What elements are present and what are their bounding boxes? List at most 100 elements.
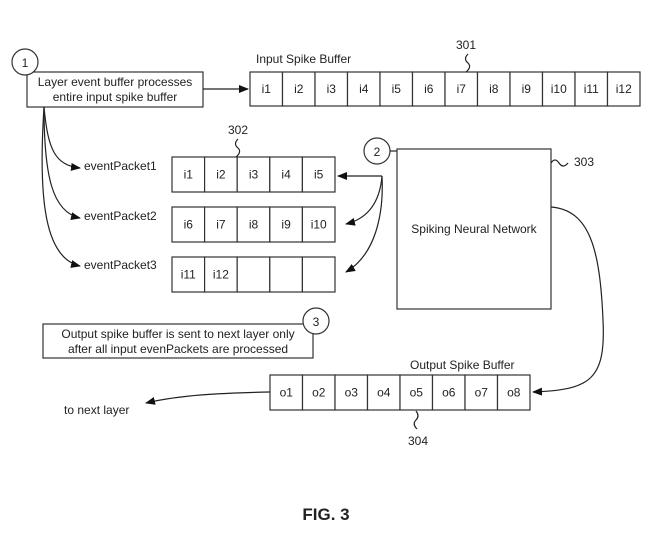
input-buffer-cell-label: i1 [262,82,272,96]
output-buffer-cell: o3 [334,374,369,411]
input-buffer-cell: i9 [509,71,544,107]
event-packet-label: eventPacket1 [84,159,157,173]
step3-text-line2: after all input evenPackets are processe… [68,342,288,356]
snn-ref-leader [550,159,569,167]
step3-number: 3 [313,315,320,329]
step1-badge: 1 [11,48,39,76]
event-packet-cell: i6 [171,206,206,243]
event-packet-cell: i3 [236,156,271,193]
event-packet-cell-label: i4 [281,168,291,182]
arrow-to-next-layer [145,391,271,405]
input-buffer-cell: i2 [281,71,316,107]
event-packet-cell: i1 [171,156,206,193]
event-packet-cell-label: i10 [311,218,327,232]
arrow-to-eventpacket1 [43,106,81,171]
event-packet-label: eventPacket3 [84,258,157,272]
output-buffer-cell-label: o5 [410,386,424,400]
event-packet-cell [269,256,303,293]
input-buffer-cell-label: i6 [424,82,434,96]
step1-text-line2: entire input spike buffer [53,90,178,104]
output-buffer-cell-label: o4 [377,386,391,400]
event-packet-cell: i12 [204,256,238,293]
input-buffer-cell: i4 [346,71,381,107]
event-packet-cell [301,256,336,293]
step1-number: 1 [22,56,29,70]
output-buffer-title: Output Spike Buffer [410,358,515,372]
step3-badge: 3 [302,307,330,335]
event-packet-cell: i5 [301,156,336,193]
step1-text-line1: Layer event buffer processes [38,75,193,89]
event-packet-cell-label: i3 [249,168,259,182]
snn-label: Spiking Neural Network [411,222,537,236]
input-buffer-cell-label: i11 [584,82,599,96]
arrow-to-eventpacket3 [41,106,81,268]
output-buffer-ref: 304 [408,434,428,448]
input-buffer-cell: i11 [574,71,609,107]
input-buffer-cell: i5 [379,71,414,107]
event-packet-cell-label: i1 [184,168,194,182]
event-packet-cell: i8 [236,206,271,243]
output-buffer-cell: o1 [269,374,304,411]
output-buffer-cell-label: o7 [475,386,489,400]
step3-box: Output spike buffer is sent to next laye… [42,323,314,359]
input-buffer-cell: i3 [314,71,349,107]
output-buffer-cell-label: o1 [280,386,294,400]
step3-text-line1: Output spike buffer is sent to next laye… [61,327,294,341]
event-packets: eventPacket1 i1 i2 i3 i4 i5 eventPacket2 i6 i7 i8… [84,156,336,293]
output-buffer-cell: o2 [301,374,336,411]
input-buffer-ref: 301 [456,38,476,52]
step2-number: 2 [374,145,381,159]
event-packet-cell: i9 [269,206,303,243]
event-packet-row: eventPacket2 i6 i7 i8 i9 i10 [84,206,336,243]
event-packet-cell-label: i11 [181,268,196,282]
input-buffer-cell-label: i4 [359,82,369,96]
event-packet-cell: i7 [204,206,238,243]
figure-label: FIG. 3 [302,505,349,524]
event-packet-cell: i4 [269,156,303,193]
output-buffer-cell: o6 [431,374,466,411]
input-buffer-cell: i6 [411,71,446,107]
input-buffer-cell: i10 [541,71,576,107]
input-buffer-cell-label: i2 [294,82,304,96]
event-packet-cell: i2 [204,156,238,193]
output-buffer-cell-label: o8 [507,386,521,400]
output-buffer-cell-label: o6 [442,386,456,400]
event-packet-cell-label: i2 [216,168,226,182]
event-packet-cell-label: i7 [216,218,226,232]
input-buffer-cell-label: i5 [392,82,402,96]
output-buffer-ref-leader [413,410,419,430]
input-buffer-cell-label: i8 [489,82,499,96]
to-next-layer-label: to next layer [64,403,129,417]
input-buffer-ref-leader [464,53,471,73]
event-packet-cell-label: i12 [213,268,229,282]
event-packet-cell [236,256,271,293]
input-buffer-cell-label: i10 [551,82,567,96]
step1-box: Layer event buffer processes entire inpu… [26,71,204,108]
arrow-to-eventpacket2 [43,106,81,221]
input-buffer-cell: i12 [606,71,641,107]
input-buffer-cell: i1 [249,71,284,107]
event-packet-cell-label: i9 [281,218,291,232]
event-packet-label: eventPacket2 [84,209,157,223]
output-buffer: o1 o2 o3 o4 o5 o6 o7 o8 [269,374,531,411]
input-buffer-title: Input Spike Buffer [256,52,351,66]
event-packet-row: eventPacket1 i1 i2 i3 i4 i5 [84,156,336,193]
input-buffer-cell-label: i7 [457,82,467,96]
input-buffer-cell-label: i9 [522,82,532,96]
arrow-to-packet-row2 [345,175,383,226]
event-packet-row: eventPacket3 i11 i12 [84,256,336,293]
event-packet-cell-label: i6 [184,218,194,232]
output-buffer-cell: o8 [496,374,531,411]
snn-ref: 303 [574,155,594,169]
snn-box: Spiking Neural Network [396,148,552,310]
output-buffer-cell-label: o2 [312,386,326,400]
input-buffer-cell: i8 [476,71,511,107]
step2-badge: 2 [363,137,391,165]
event-packets-ref: 302 [228,123,248,137]
arrow-to-packet-row3 [345,175,383,273]
output-buffer-cell: o7 [464,374,499,411]
input-buffer: i1 i2 i3 i4 i5 i6 i7 i8 i9 i10 i11 i12 [249,71,641,107]
output-buffer-cell-label: o3 [345,386,359,400]
event-packet-cell: i11 [171,256,206,293]
